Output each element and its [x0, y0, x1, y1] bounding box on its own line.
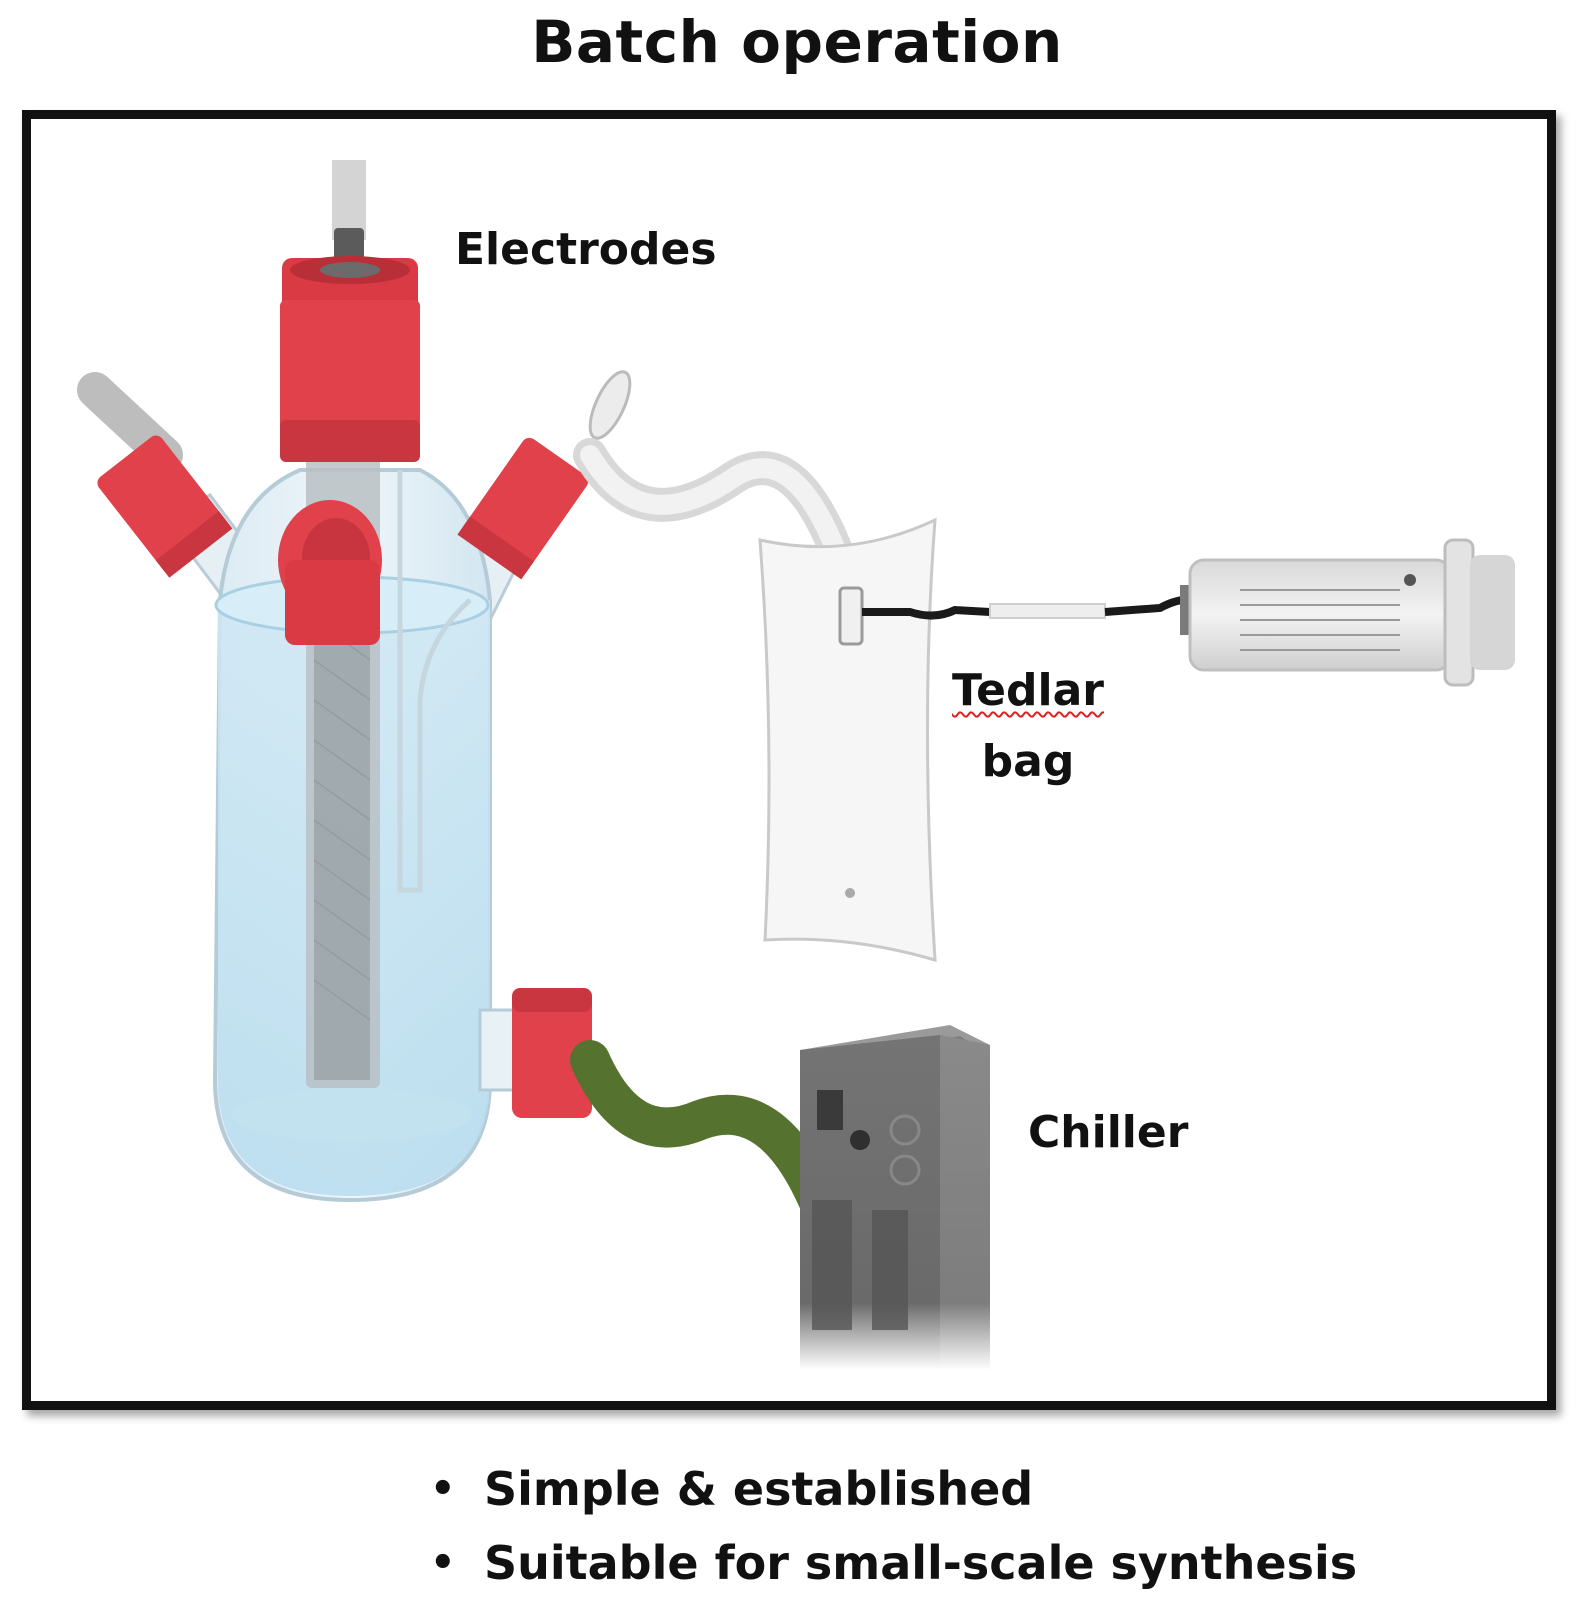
- tedlar-bag-icon: [758, 517, 937, 963]
- chiller-hose: [570, 1040, 850, 1250]
- tedlar-bag-label-line2: bag: [981, 736, 1075, 788]
- red-caps: [97, 256, 592, 1118]
- chiller-unit-icon: [800, 1025, 990, 1370]
- bullet-icon: •: [430, 1540, 456, 1586]
- tedlar-bag-label: Tedlar bag: [948, 655, 1108, 798]
- tedlar-bag-label-line1: Tedlar: [952, 665, 1104, 716]
- bag-syringe-tubing: [862, 596, 1186, 620]
- feature-text: Suitable for small-scale synthesis: [484, 1536, 1358, 1590]
- syringe-pump-icon: [1180, 538, 1515, 687]
- chiller-label: Chiller: [1028, 1107, 1189, 1158]
- diagram-title: Batch operation: [531, 8, 1063, 76]
- gas-tube: [573, 370, 867, 607]
- feature-text: Simple & established: [484, 1462, 1034, 1516]
- feature-item: • Simple & established: [430, 1452, 1357, 1526]
- electrodes-label: Electrodes: [455, 224, 717, 275]
- feature-item: • Suitable for small-scale synthesis: [430, 1526, 1357, 1600]
- bullet-icon: •: [430, 1466, 456, 1512]
- feature-list: • Simple & established • Suitable for sm…: [430, 1452, 1357, 1600]
